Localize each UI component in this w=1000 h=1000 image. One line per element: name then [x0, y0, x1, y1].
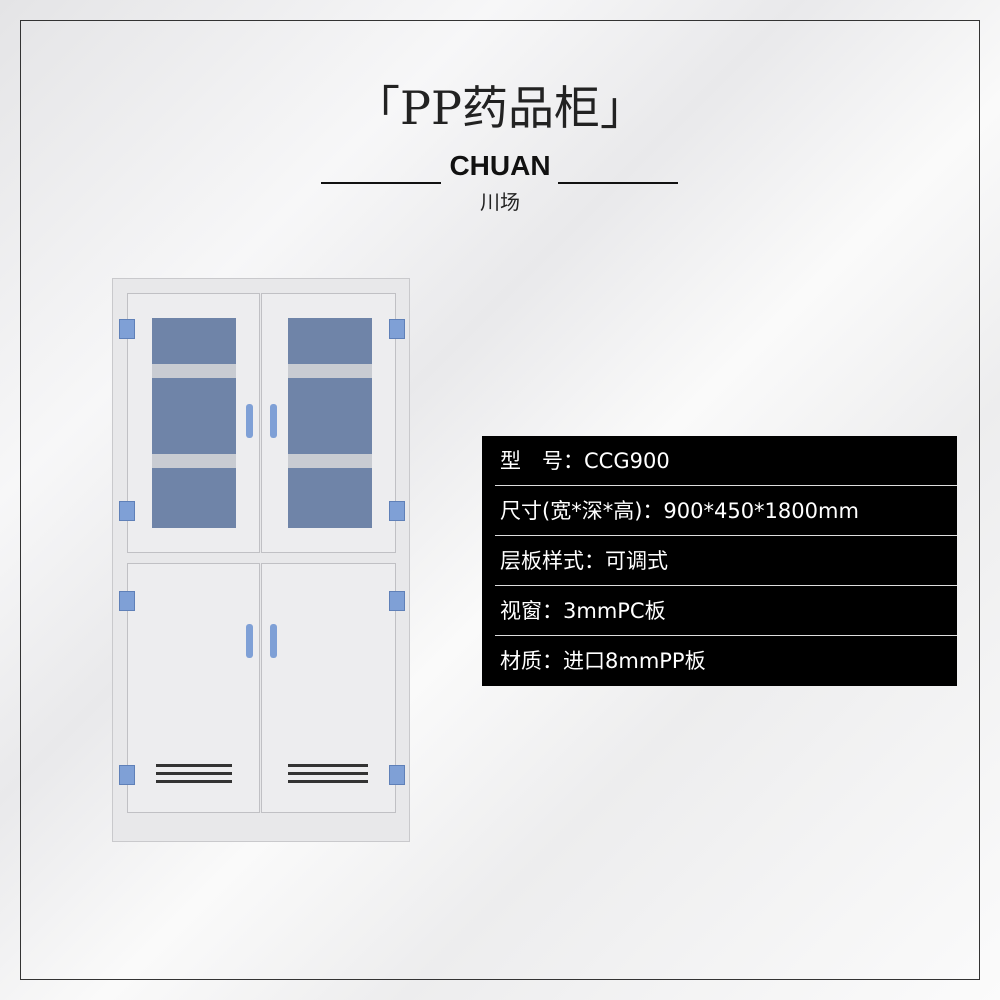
hinge	[389, 765, 405, 785]
spec-shelf-style: 层板样式：可调式	[495, 536, 957, 586]
vent	[156, 772, 232, 775]
vent	[156, 764, 232, 767]
brand-name: CHUAN	[449, 150, 551, 181]
door-handle	[270, 404, 277, 438]
door-handle	[246, 624, 253, 658]
cabinet-image	[112, 278, 410, 842]
upper-left-door	[127, 293, 260, 553]
hinge	[119, 501, 135, 521]
hinge	[389, 501, 405, 521]
divider-right	[558, 182, 678, 184]
vent	[288, 780, 368, 783]
image-frame	[20, 20, 980, 980]
door-handle	[270, 624, 277, 658]
shelf	[152, 364, 236, 378]
lower-left-door	[127, 563, 260, 813]
brand-subtitle: 川场	[480, 190, 520, 214]
vent	[156, 780, 232, 783]
glass-window	[288, 318, 372, 528]
hinge	[389, 319, 405, 339]
glass-window	[152, 318, 236, 528]
spec-window: 视窗：3mmPC板	[495, 586, 957, 636]
door-handle	[246, 404, 253, 438]
divider-left	[321, 182, 441, 184]
spec-material: 材质：进口8mmPP板	[500, 649, 706, 673]
shelf	[288, 454, 372, 468]
shelf	[152, 454, 236, 468]
vent	[288, 764, 368, 767]
hinge	[119, 765, 135, 785]
spec-table: 型 号：CCG900 尺寸(宽*深*高)：900*450*1800mm 层板样式…	[482, 436, 957, 686]
shelf	[288, 364, 372, 378]
lower-right-door	[261, 563, 396, 813]
upper-right-door	[261, 293, 396, 553]
hinge	[119, 319, 135, 339]
hinge	[389, 591, 405, 611]
page-title: 「PP药品柜」	[354, 81, 646, 135]
spec-dimensions: 尺寸(宽*深*高)：900*450*1800mm	[495, 486, 957, 536]
spec-model: 型 号：CCG900	[495, 436, 957, 486]
hinge	[119, 591, 135, 611]
vent	[288, 772, 368, 775]
